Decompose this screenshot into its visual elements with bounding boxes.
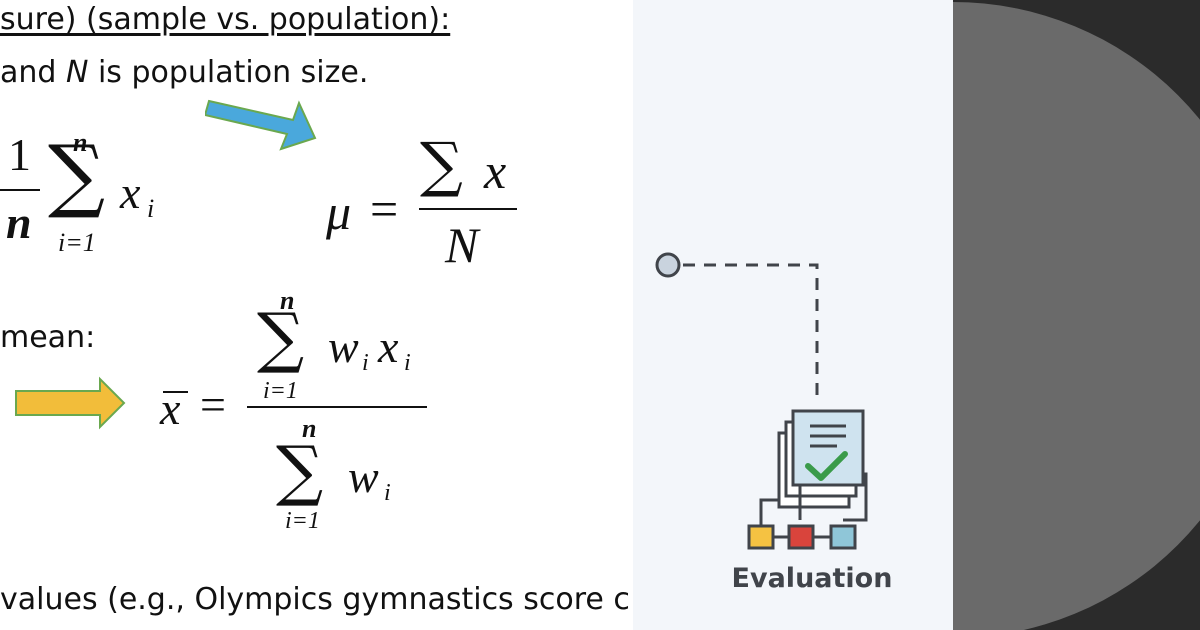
- sample-mean-sigma-top: n: [73, 128, 88, 157]
- population-note: and N is population size.: [0, 55, 368, 90]
- slide-content: sure) (sample vs. population): and N is …: [0, 2, 630, 617]
- weighted-mean-num-w-sub: i: [362, 350, 369, 376]
- bottom-text: values (e.g., Olympics gymnastics score …: [0, 582, 630, 617]
- dashed-connector-icon: [683, 263, 819, 402]
- note-pre: and: [0, 55, 66, 90]
- document-check-icon: [777, 409, 865, 509]
- note-var: N: [65, 55, 89, 90]
- weighted-mean-den-sigma-top: n: [302, 414, 317, 443]
- weighted-mean-num-x: x: [378, 321, 399, 372]
- weighted-mean-den-sigma: ∑: [276, 432, 324, 509]
- weighted-mean-den-w-sub: i: [384, 480, 391, 506]
- sample-mean-subscript: i: [147, 194, 155, 223]
- evaluation-flowchart-icon: [655, 252, 868, 550]
- weighted-mean-num-sigma-bottom: i=1: [263, 378, 298, 404]
- weighted-mean-equals: =: [200, 379, 226, 430]
- population-mean-numerator-var: x: [484, 143, 507, 199]
- population-mean-fraction-bar: [419, 208, 517, 210]
- evaluation-label: Evaluation: [731, 563, 893, 594]
- blue-block-icon: [829, 524, 857, 550]
- yellow-block-icon: [747, 524, 775, 550]
- note-post: is population size.: [88, 55, 369, 90]
- sample-mean-numerator: 1: [8, 129, 31, 180]
- weighted-mean-num-sigma-top: n: [280, 286, 295, 315]
- weighted-mean-num-sigma: ∑: [257, 299, 305, 376]
- population-mean-denominator: N: [445, 217, 479, 273]
- red-block-icon: [787, 524, 815, 550]
- population-mean-sigma: ∑: [420, 130, 463, 200]
- weighted-mean-den-w: w: [348, 451, 379, 502]
- large-circle-shape: [953, 2, 1200, 630]
- weighted-mean-label: mean:: [0, 320, 96, 355]
- yellow-arrow-icon: [15, 376, 126, 430]
- weighted-mean-fraction-bar: [247, 406, 427, 408]
- blue-arrow-icon: [205, 99, 317, 151]
- weighted-mean-den-sigma-bottom: i=1: [285, 508, 320, 534]
- population-mean-lhs: μ: [326, 184, 352, 240]
- population-mean-equals: =: [370, 181, 399, 237]
- sample-mean-fraction-bar: [0, 189, 40, 191]
- weighted-mean-num-x-sub: i: [404, 350, 411, 376]
- weighted-mean-xbar-overline: [163, 391, 188, 393]
- evaluation-panel: Evaluation: [633, 0, 953, 630]
- connector-node-icon: [655, 252, 681, 278]
- sample-mean-sigma: ∑: [48, 128, 106, 221]
- sample-mean-denominator: n: [6, 197, 32, 248]
- sample-mean-term: x: [120, 167, 141, 218]
- slide-heading: sure) (sample vs. population):: [0, 2, 451, 37]
- sample-mean-sigma-bottom: i=1: [58, 228, 96, 257]
- dark-decorative-panel: [953, 0, 1200, 630]
- weighted-mean-num-w: w: [328, 321, 359, 372]
- weighted-mean-lhs: x: [160, 383, 181, 434]
